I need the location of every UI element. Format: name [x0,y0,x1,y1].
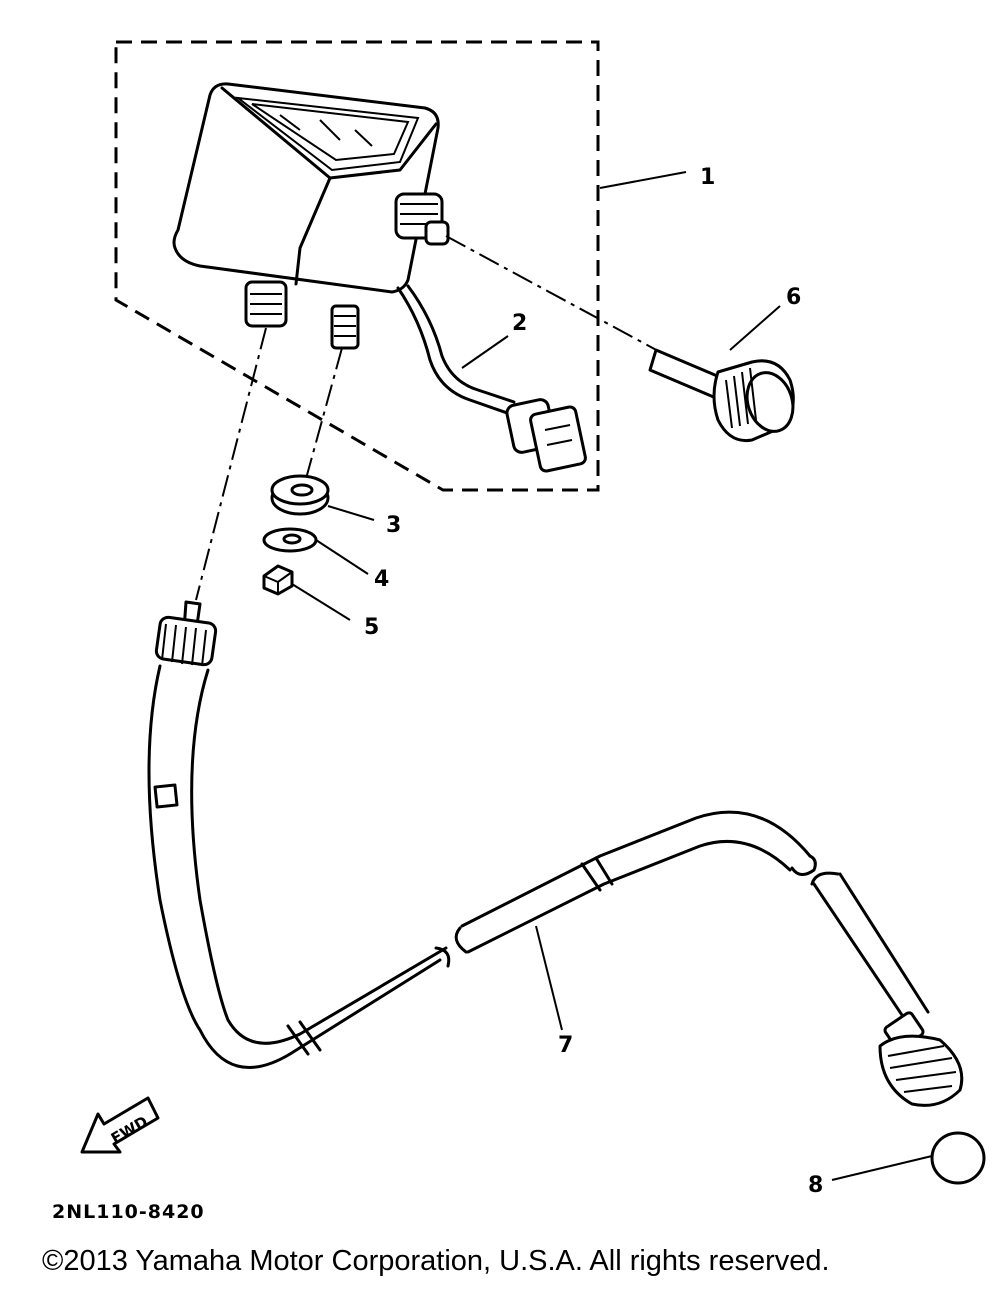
cable-cap [930,1131,986,1185]
callout-3: 3 [386,513,401,538]
speedometer-cable [147,600,964,1107]
callout-7: 7 [558,1033,573,1058]
part-code: 2NL110-8420 [52,1201,205,1223]
assembly-boundary [114,40,600,492]
callout-leaders [291,171,933,1181]
callout-1: 1 [700,165,715,190]
leader-7 [195,327,267,601]
callout-8: 8 [808,1173,823,1198]
fwd-arrow-icon: FWD [80,1096,160,1154]
washer [262,527,318,553]
meter-assembly [172,82,587,473]
callout-6: 6 [786,285,801,310]
leader-3 [303,347,343,487]
callout-2: 2 [512,311,527,336]
leader-6 [445,235,661,353]
grommet [270,474,330,516]
nut [262,564,294,596]
callout-5: 5 [364,615,379,640]
callout-4: 4 [374,567,389,592]
reset-knob [648,348,795,443]
copyright-text: ©2013 Yamaha Motor Corporation, U.S.A. A… [42,1245,830,1277]
